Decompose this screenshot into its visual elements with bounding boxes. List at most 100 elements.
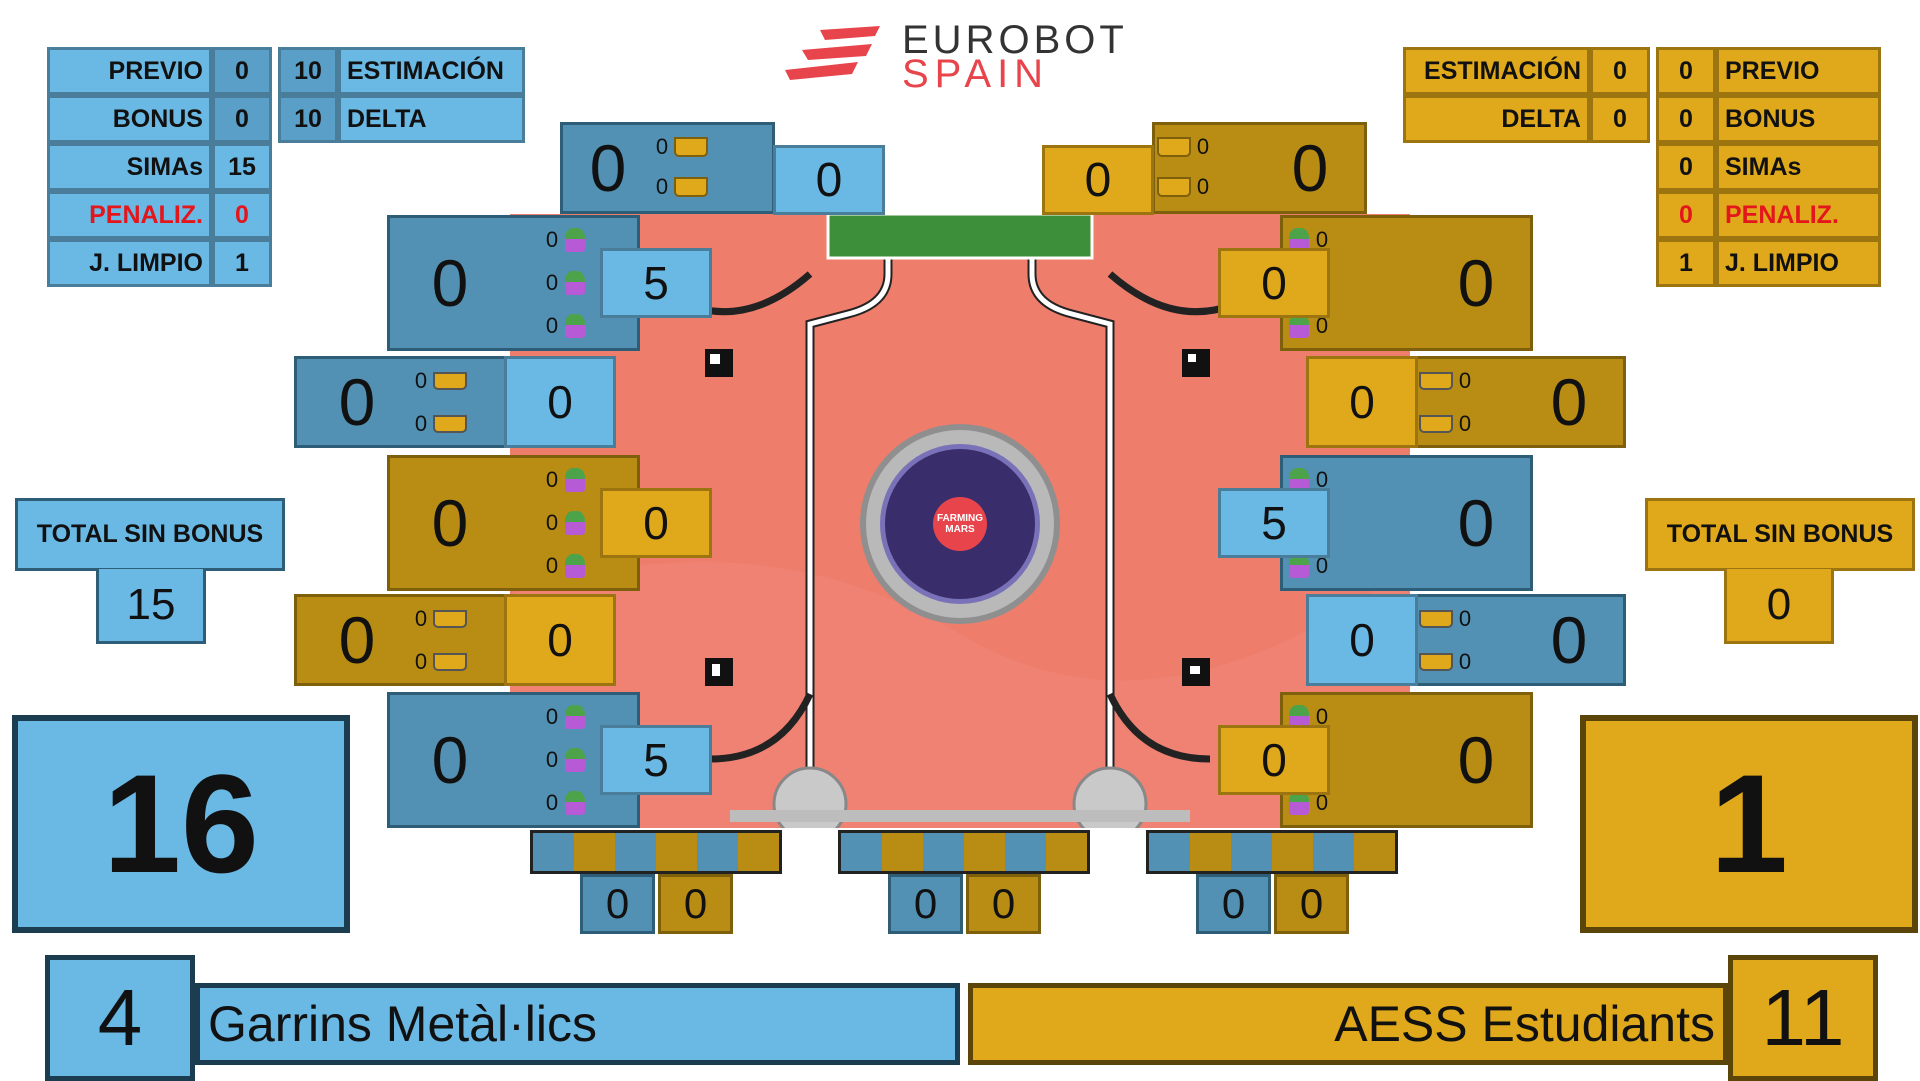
zone-side-score: 0	[1306, 594, 1418, 686]
yellow-stat-row-bonus: 0 BONUS	[1656, 95, 1881, 143]
blue-stat-label: PREVIO	[47, 47, 212, 95]
plant-pot-icon	[1289, 790, 1309, 815]
blue-stat-row-jlimpio: J. LIMPIO 1	[47, 239, 272, 287]
counter-value: 0	[1315, 466, 1329, 492]
bottom-yellow-count: 0	[1274, 874, 1349, 934]
planter-icon	[1419, 652, 1453, 671]
blue-stat-row-delta: 10 DELTA	[278, 95, 525, 143]
zone-big-score: 0	[1550, 603, 1588, 677]
blue-stat-value: 0	[212, 191, 272, 239]
yellow-stat-label: BONUS	[1716, 95, 1881, 143]
counter-value: 0	[414, 605, 428, 631]
yellow-stat-label: PREVIO	[1716, 47, 1881, 95]
zone-side-score: 0	[504, 594, 616, 686]
counter-row: 0	[543, 458, 641, 501]
bottom-blue-count: 0	[580, 874, 655, 934]
counter-row: 0	[543, 695, 641, 738]
counter-row: 0	[543, 781, 641, 824]
zone-counters: 0 0	[1157, 127, 1222, 207]
counter-value: 0	[545, 312, 559, 338]
logo-mark-icon	[785, 26, 880, 80]
zone-side-score: 0	[504, 356, 616, 448]
counter-value: 0	[1315, 703, 1329, 729]
counter-value: 0	[545, 509, 559, 535]
counter-value: 0	[1196, 134, 1210, 159]
plant-pot-icon	[565, 313, 585, 338]
yellow-estimation-panel: ESTIMACIÓN 0 DELTA 0	[1403, 47, 1650, 143]
yellow-stat-label: DELTA	[1403, 95, 1590, 143]
counter-value: 0	[1315, 789, 1329, 815]
planter-icon	[1419, 609, 1453, 628]
counter-value: 0	[545, 703, 559, 729]
plant-pot-icon	[565, 227, 585, 252]
yellow-total-label: TOTAL SIN BONUS	[1645, 498, 1915, 571]
zone-big-score: 0	[1291, 131, 1329, 205]
zone-stripe	[1190, 833, 1231, 871]
zone-stripe	[882, 833, 923, 871]
planter-yellow-icon	[674, 177, 708, 197]
zone-stripe	[697, 833, 738, 871]
zone-side-score: 5	[1218, 488, 1330, 558]
zone-stripe	[841, 833, 882, 871]
zone-top-yellow-side: 0	[1042, 145, 1154, 215]
zone-side-score: 0	[1306, 356, 1418, 448]
zone-big-score: 0	[589, 131, 627, 205]
counter-value: 0	[414, 410, 428, 436]
zone-stripe	[1354, 833, 1395, 871]
plant-pot-icon	[565, 553, 585, 578]
zone-side-score: 0	[600, 488, 712, 558]
zone-big-score: 0	[1457, 486, 1495, 560]
planter-yellow-icon	[1157, 177, 1191, 197]
yellow-stat-value: 0	[1656, 47, 1716, 95]
blue-stat-value: 1	[212, 239, 272, 287]
planter-icon	[433, 609, 467, 628]
yellow-stat-value: 0	[1590, 95, 1650, 143]
counter-row: 0	[1157, 127, 1222, 167]
blue-stat-value: 10	[278, 95, 338, 143]
counter-value: 0	[1458, 605, 1472, 631]
blue-stats-panel: PREVIO 0 BONUS 0 SIMAs 15 PENALIZ. 0 J. …	[47, 47, 272, 287]
zone-stripe	[1231, 833, 1272, 871]
planter-icon	[433, 652, 467, 671]
plant-pot-icon	[1289, 467, 1309, 492]
yellow-total-value: 0	[1724, 569, 1834, 644]
planter-icon	[1419, 414, 1453, 433]
yellow-stat-value: 1	[1656, 239, 1716, 287]
planter-yellow-icon	[674, 137, 708, 157]
plant-pot-icon	[565, 704, 585, 729]
counter-value: 0	[545, 269, 559, 295]
counter-row: 0	[1285, 458, 1383, 501]
counter-value: 0	[1315, 312, 1329, 338]
counter-value: 0	[1315, 552, 1329, 578]
zone-side-score: 0	[1218, 248, 1330, 318]
zone-stripe	[1005, 833, 1046, 871]
counter-value: 0	[545, 746, 559, 772]
counter-value: 0	[414, 367, 428, 393]
yellow-stat-row-previo: 0 PREVIO	[1656, 47, 1881, 95]
zone-stripe	[615, 833, 656, 871]
counter-row: 0	[653, 127, 713, 167]
counter-row: 0	[1416, 359, 1514, 402]
blue-stat-value: 0	[212, 47, 272, 95]
counter-row: 0	[1285, 304, 1383, 347]
plant-pot-icon	[1289, 704, 1309, 729]
bottom-stripe	[1146, 830, 1398, 874]
blue-stat-row-estimacion: 10 ESTIMACIÓN	[278, 47, 525, 95]
logo-eurobot-text: EUROBOT	[902, 18, 1128, 62]
badge-planet-icon: FARMING MARS	[880, 444, 1040, 604]
blue-stat-value: 10	[278, 47, 338, 95]
zone-counters: 0 0 0	[543, 695, 641, 824]
yellow-stat-row-penaliz: 0 PENALIZ.	[1656, 191, 1881, 239]
zone-stripe	[964, 833, 1005, 871]
bottom-blue-count: 0	[1196, 874, 1271, 934]
blue-stat-label: DELTA	[338, 95, 525, 143]
zone-big-score: 0	[431, 723, 469, 797]
blue-stat-row-previo: PREVIO 0	[47, 47, 272, 95]
blue-team-name: Garrins Metàl·lics	[195, 983, 960, 1065]
